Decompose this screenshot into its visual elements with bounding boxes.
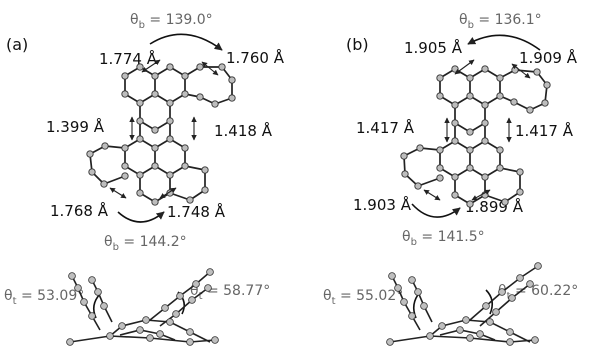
panel-b-bay-angle-bottom: θb = 141.5° — [402, 229, 485, 248]
panel-b: (b) θb = 136.1° 1.905 Å 1.909 Å 1.417 Å … — [323, 12, 578, 346]
panel-a-bay-arrow-top — [149, 33, 223, 51]
panel-a-mid-right-distance: 1.418 Å — [214, 121, 273, 140]
panel-a-molecule-side-view — [66, 268, 219, 346]
panel-a-twist-right: θt = 58.77° — [190, 283, 270, 302]
panel-a-top-right-distance: 1.760 Å — [226, 48, 285, 67]
panel-a-molecule-top-view — [86, 59, 236, 206]
panel-a-top-left-distance: 1.774 Å — [99, 49, 158, 68]
panel-b-top-right-distance: 1.909 Å — [519, 48, 578, 67]
panel-a-label: (a) — [6, 35, 28, 54]
panel-b-bottom-right-distance: 1.899 Å — [465, 197, 524, 216]
panel-b-label: (b) — [346, 35, 369, 54]
panel-b-bay-arrow-bottom — [411, 203, 461, 218]
panel-a-mid-left-distance: 1.399 Å — [46, 117, 105, 136]
panel-a-bay-angle-top: θb = 139.0° — [130, 12, 213, 31]
panel-a-bay-angle-bottom: θb = 144.2° — [104, 234, 187, 253]
panel-b-top-left-distance: 1.905 Å — [404, 38, 463, 57]
panel-b-bottom-left-distance: 1.903 Å — [353, 195, 412, 214]
panel-a-bottom-left-distance: 1.768 Å — [50, 201, 109, 220]
panel-a-bottom-right-distance: 1.748 Å — [167, 202, 226, 221]
panel-b-mid-left-distance: 1.417 Å — [356, 118, 415, 137]
panel-b-bay-arrow-top — [467, 34, 541, 51]
panel-a-twist-left: θt = 53.09° — [4, 288, 84, 307]
panel-b-molecule-top-view — [400, 59, 551, 208]
panel-a: (a) θb = 139.0° 1.774 Å 1.760 Å 1.399 Å … — [4, 12, 285, 346]
panel-b-molecule-side-view — [386, 262, 542, 346]
panel-b-twist-left: θt = 55.02° — [323, 288, 403, 307]
panel-b-bay-angle-top: θb = 136.1° — [459, 12, 542, 31]
panel-b-mid-right-distance: 1.417 Å — [515, 121, 574, 140]
panel-a-bay-arrow-bottom — [117, 211, 165, 223]
